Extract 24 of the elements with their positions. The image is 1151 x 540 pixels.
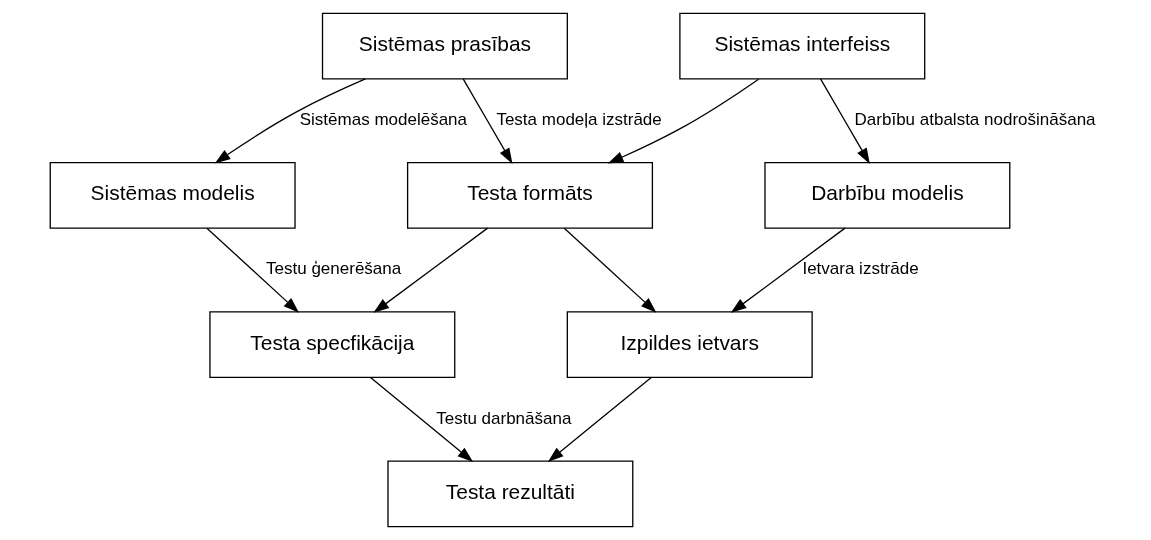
node-box: Sistēmas interfeiss: [679, 12, 926, 80]
arrow: [206, 227, 300, 313]
edge-label: Testu darbnāšana: [436, 408, 572, 428]
edge-label: Darbību atbalsta nodrošināšana: [854, 110, 1096, 130]
node-box: Izpildes ietvars: [566, 311, 813, 378]
arrow: [563, 227, 657, 313]
edge-label: Testa modeļa izstrāde: [496, 110, 662, 130]
node-box: Darbību modelis: [764, 162, 1011, 229]
edge-label: Testu ģenerēšana: [266, 259, 402, 279]
arrow: [369, 376, 474, 462]
node-box: Testa formāts: [406, 162, 654, 229]
arrow: [373, 227, 489, 313]
arrow: [214, 78, 367, 164]
node-box: Testa specfikācija: [209, 311, 456, 378]
arrow: [819, 78, 870, 164]
node-box: Testa rezultāti: [387, 460, 634, 528]
edge-label: Ietvara izstrāde: [802, 259, 919, 279]
edge-label: Sistēmas modelēšana: [299, 110, 468, 130]
arrow: [730, 227, 846, 313]
arrow: [547, 376, 652, 462]
node-box: Sistēmas prasības: [321, 12, 568, 80]
node-box: Sistēmas modelis: [49, 162, 296, 229]
arrow: [607, 78, 760, 164]
arrow: [462, 78, 513, 164]
